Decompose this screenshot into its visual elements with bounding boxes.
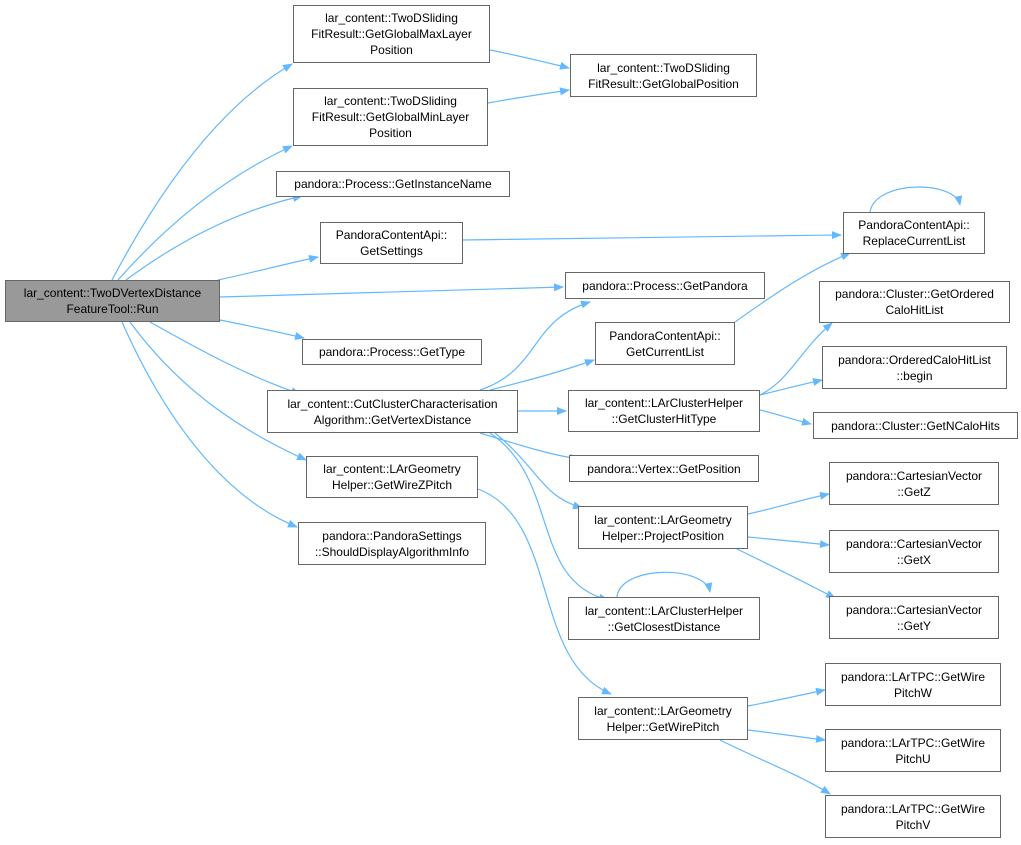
edge-wirepitch-pitchu [747, 729, 826, 743]
node-vertex-getposition[interactable]: pandora::Vertex::GetPosition [569, 455, 759, 482]
edge-run-vertexdist [149, 321, 301, 395]
edge-run-getsettings [217, 254, 319, 281]
node-getinstancename[interactable]: pandora::Process::GetInstanceName [276, 171, 510, 197]
edge-wirezpitch-wirepitch [477, 488, 612, 695]
edge-projectpos-getx [747, 536, 830, 549]
node-orderedcalohitlist-begin[interactable]: pandora::OrderedCaloHitList::begin [822, 346, 1007, 389]
edge-vertexdist-projectpos [494, 432, 583, 510]
edge-run-gettype [219, 319, 305, 340]
edge-run-instancename [125, 194, 303, 281]
edge-minlayer-globalpos [487, 87, 570, 104]
node-getpandora[interactable]: pandora::Process::GetPandora [565, 272, 765, 299]
edge-clusterhittype-orderedcalo [759, 322, 833, 396]
edge-run-maxlayer [111, 63, 293, 281]
node-cartesianvector-gety[interactable]: pandora::CartesianVector::GetY [829, 596, 999, 639]
node-getclusterhittype[interactable]: lar_content::LArClusterHelper::GetCluste… [568, 390, 760, 432]
edge-vertexdist-closestdist [489, 432, 609, 602]
edge-maxlayer-globalpos [489, 49, 570, 70]
edge-clusterhittype-begin [759, 378, 823, 396]
edge-closestdist-self [616, 571, 713, 598]
edge-currentlist-replacelist [734, 252, 851, 323]
edge-wirepitch-pitchv [719, 739, 831, 795]
node-getncalohits[interactable]: pandora::Cluster::GetNCaloHits [813, 412, 1018, 439]
node-getclosestdistance[interactable]: lar_content::LArClusterHelper::GetCloses… [568, 597, 760, 640]
edge-vertexdist-currentlist [489, 359, 595, 391]
node-getcurrentlist[interactable]: PandoraContentApi::GetCurrentList [595, 322, 735, 365]
edge-clusterhittype-ncalohits [759, 409, 812, 426]
edge-vertexdist-getpandora [479, 300, 591, 391]
node-gettype[interactable]: pandora::Process::GetType [302, 339, 482, 365]
node-shoulddisplayalgorithminfo[interactable]: pandora::PandoraSettings::ShouldDisplayA… [298, 522, 486, 565]
edge-run-shoulddisplay [121, 321, 298, 528]
edge-projectpos-getz [747, 491, 830, 515]
edge-wirepitch-pitchw [747, 687, 826, 707]
edge-run-wirezpitch [129, 321, 307, 461]
node-cartesianvector-getx[interactable]: pandora::CartesianVector::GetX [829, 530, 999, 573]
edge-run-getpandora [219, 283, 564, 298]
node-getsettings[interactable]: PandoraContentApi::GetSettings [320, 222, 463, 264]
edge-replacelist-self [869, 186, 963, 213]
node-replacecurrentlist[interactable]: PandoraContentApi::ReplaceCurrentList [843, 212, 985, 254]
node-cartesianvector-getz[interactable]: pandora::CartesianVector::GetZ [829, 462, 999, 505]
edge-run-minlayer [117, 145, 293, 281]
edge-getsettings-replacelist [462, 231, 842, 241]
edge-projectpos-gety [734, 547, 836, 599]
